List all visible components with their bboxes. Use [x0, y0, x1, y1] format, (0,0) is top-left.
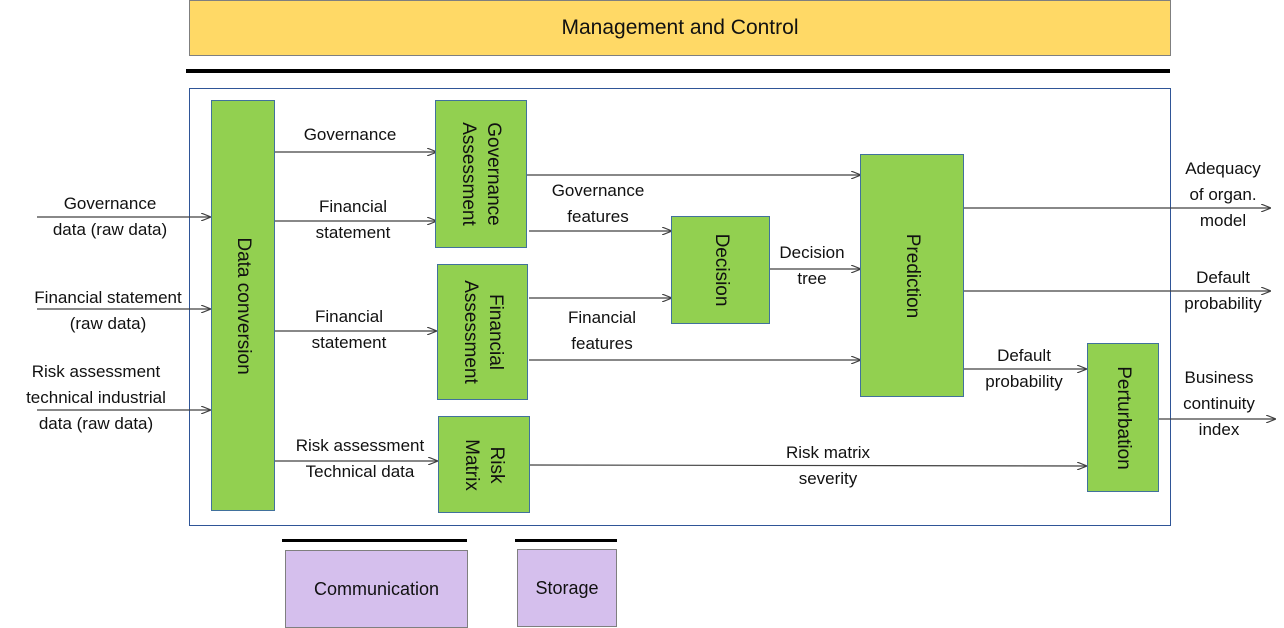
- financial-assessment-label: Financial Assessment: [459, 280, 506, 384]
- governance-assessment-block: Governance Assessment: [435, 100, 527, 248]
- governance-input-label: Governance data (raw data): [52, 194, 168, 239]
- communication-bar-line: [282, 539, 467, 542]
- data-conversion-block: Data conversion: [211, 100, 275, 511]
- risk-matrix-severity-label: Risk matrix severity: [785, 443, 871, 488]
- storage-bar-line: [515, 539, 617, 542]
- management-and-control-bar: Management and Control: [189, 0, 1171, 56]
- adequacy-output-label: Adequacy of organ. model: [1185, 159, 1261, 230]
- governance-assessment-label: Governance Assessment: [458, 122, 504, 226]
- prediction-block: Prediction: [860, 154, 964, 397]
- risk-assessment-flow-label: Risk assessment Technical data: [295, 436, 425, 481]
- risk-matrix-label: Risk Matrix: [461, 438, 507, 491]
- financial-statement-flow-label-2: Financial statement: [311, 307, 387, 352]
- storage-block: Storage: [517, 549, 617, 627]
- governance-flow-label: Governance: [303, 125, 397, 144]
- business-continuity-output-label: Business continuity index: [1183, 368, 1255, 439]
- perturbation-label: Perturbation: [1113, 365, 1134, 470]
- default-probability-mid-label: Default probability: [985, 346, 1063, 391]
- management-and-control-label: Management and Control: [561, 16, 799, 39]
- perturbation-block: Perturbation: [1087, 343, 1159, 492]
- communication-block: Communication: [285, 550, 468, 628]
- risk-matrix-block: Risk Matrix: [438, 416, 530, 513]
- prediction-label: Prediction: [902, 233, 923, 318]
- separator-line: [186, 69, 1170, 73]
- data-conversion-label: Data conversion: [233, 236, 254, 375]
- storage-label: Storage: [535, 577, 599, 598]
- financial-input-label: Financial statement (raw data): [34, 288, 182, 333]
- financial-features-label: Financial features: [567, 308, 637, 353]
- default-probability-output-label: Default probability: [1184, 268, 1262, 313]
- communication-label: Communication: [313, 578, 440, 599]
- financial-assessment-block: Financial Assessment: [437, 264, 528, 400]
- decision-block: Decision: [671, 216, 770, 324]
- system-frame: [189, 88, 1171, 526]
- risk-input-label: Risk assessment technical industrial dat…: [26, 362, 166, 433]
- arrow-risk-matrix-severity: [529, 465, 1086, 466]
- financial-statement-flow-label-1: Financial statement: [315, 197, 391, 242]
- decision-label: Decision: [710, 233, 732, 307]
- governance-features-label: Governance features: [551, 181, 645, 226]
- decision-tree-label: Decision tree: [779, 243, 845, 288]
